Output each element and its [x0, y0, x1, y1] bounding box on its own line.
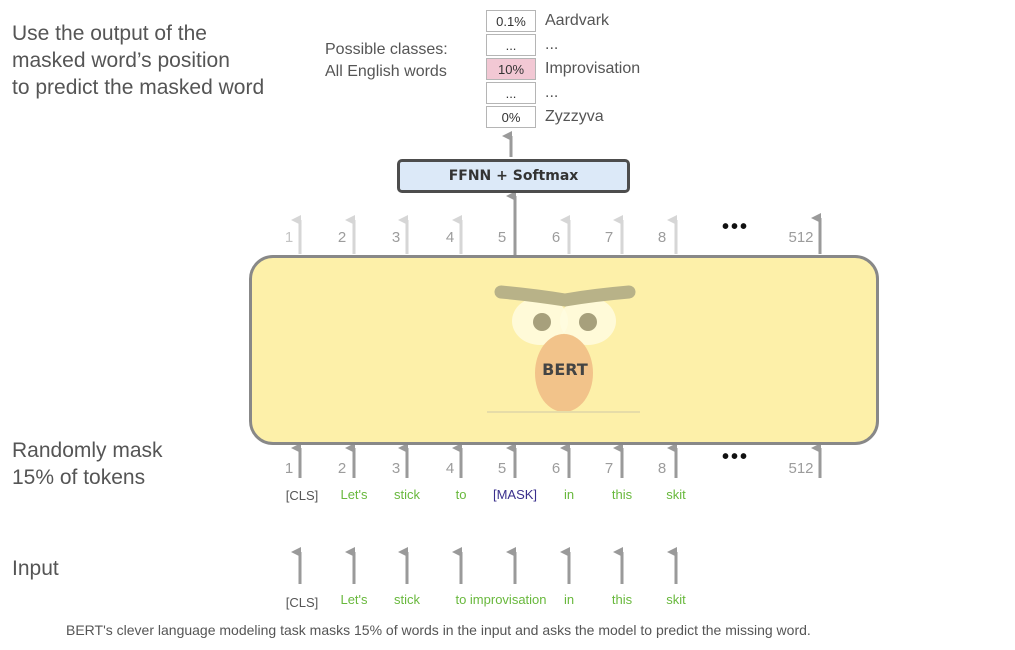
token: to	[455, 487, 467, 502]
position-label-last: 512	[788, 460, 814, 477]
position-label: 4	[445, 460, 455, 477]
token: skit	[666, 487, 686, 502]
class-word: ...	[545, 36, 559, 53]
token-cls: [CLS]	[285, 488, 319, 503]
token: stick	[394, 592, 420, 607]
output-arrows	[291, 213, 822, 254]
token: stick	[394, 487, 420, 502]
position-label: 5	[497, 229, 507, 246]
token: this	[611, 592, 633, 607]
position-label: 3	[391, 229, 401, 246]
class-prob-cell: 0%	[486, 106, 536, 128]
bert-face-icon	[487, 285, 640, 413]
position-label: 7	[604, 460, 614, 477]
token: Let's	[340, 592, 368, 607]
class-prob-cell-highlight: 10%	[486, 58, 536, 80]
position-label: 4	[445, 229, 455, 246]
token-mask: [MASK]	[492, 487, 538, 502]
position-label: 6	[551, 460, 561, 477]
ellipsis: •••	[722, 446, 750, 468]
possible-classes-label: Possible classes: All English words	[325, 41, 448, 80]
position-label: 5	[497, 460, 507, 477]
position-label: 8	[657, 229, 667, 246]
class-prob-cell: ...	[486, 82, 536, 104]
class-word: Zyzzyva	[545, 108, 604, 125]
token: skit	[666, 592, 686, 607]
ellipsis: •••	[722, 216, 750, 238]
class-word: Improvisation	[545, 60, 641, 77]
position-label: 1	[284, 460, 294, 477]
ffnn-softmax-box: FFNN + Softmax	[397, 159, 630, 193]
token-cls: [CLS]	[285, 595, 319, 610]
token: in	[563, 592, 575, 607]
bert-label: BERT	[542, 360, 588, 379]
position-label-last: 512	[788, 229, 814, 246]
output-heading: Use the output of the masked word’s posi…	[12, 22, 265, 99]
input-heading: Input	[12, 557, 59, 580]
token: Let's	[340, 487, 368, 502]
mask-heading: Randomly mask 15% of tokens	[12, 439, 163, 489]
figure-caption: BERT's clever language modeling task mas…	[66, 622, 811, 638]
token: in	[563, 487, 575, 502]
class-prob-cell: ...	[486, 34, 536, 56]
position-label: 1	[284, 229, 294, 246]
position-label: 2	[337, 460, 347, 477]
masked-input-arrows	[291, 443, 822, 478]
position-label: 7	[604, 229, 614, 246]
token: this	[611, 487, 633, 502]
class-word: Aardvark	[545, 12, 610, 29]
position-label: 3	[391, 460, 401, 477]
position-label: 2	[337, 229, 347, 246]
input-arrows	[291, 547, 678, 584]
class-word: ...	[545, 84, 559, 101]
position-label: 8	[657, 460, 667, 477]
class-prob-cell: 0.1%	[486, 10, 536, 32]
position-label: 6	[551, 229, 561, 246]
token: to improvisation	[455, 592, 547, 607]
